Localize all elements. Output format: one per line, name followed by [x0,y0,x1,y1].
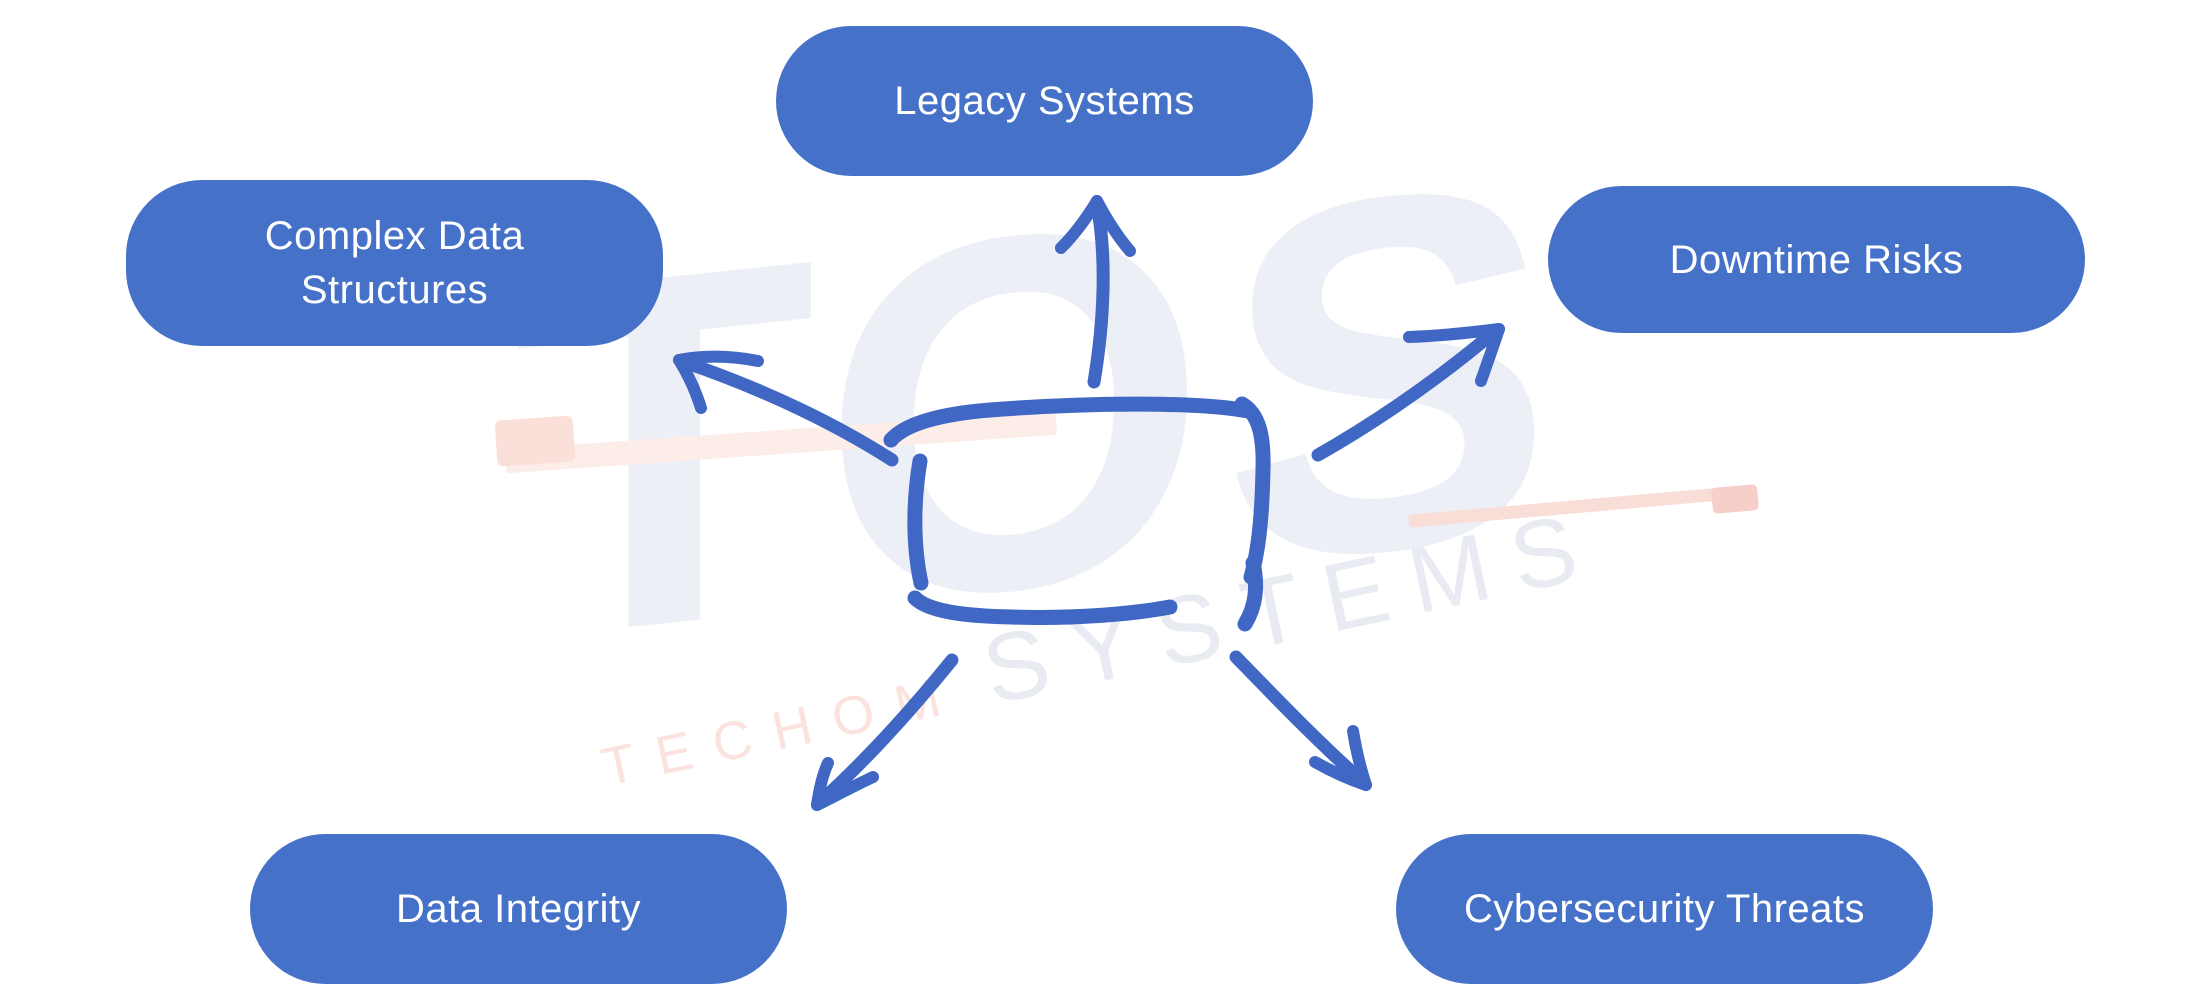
center-box-top-stroke [883,396,1256,448]
node-label: Downtime Risks [1669,237,1964,282]
arrow-to-complex-data [673,350,899,467]
arrowhead-barb [1091,195,1136,257]
center-box [883,396,1271,632]
center-box-right-hook-stroke [1237,555,1264,632]
arrowhead-barb [673,350,764,367]
node-data-integrity: Data Integrity [250,834,787,984]
node-label: Data Integrity [396,887,641,931]
arrow-to-cybersecurity-threats [1229,650,1372,791]
node-label: Complex Data Structures [264,214,525,312]
arrowhead-barb [811,771,879,811]
arrowhead-barb [1055,195,1103,254]
node-label: Cybersecurity Threats [1463,887,1865,931]
arrowhead-barb [1475,323,1505,387]
arrow-to-data-integrity [811,653,959,811]
node-legacy-systems: Legacy Systems [776,26,1313,176]
arrowhead-barb [673,354,707,414]
arrow-to-legacy-systems [1055,195,1136,389]
arrowhead-barb [1403,323,1505,343]
arrowhead-barb [1309,756,1372,791]
center-box-bottom-stroke [907,590,1178,625]
node-label: Legacy Systems [894,79,1195,123]
node-downtime-risks: Downtime Risks [1548,186,2085,333]
arrow-to-downtime-risks [1311,323,1505,462]
center-box-left-stroke [907,453,929,591]
center-box-right-stroke [1234,396,1271,585]
node-cybersecurity-threats: Cybersecurity Threats [1396,834,1933,984]
node-complex-data-structures: Complex Data Structures [126,180,663,346]
